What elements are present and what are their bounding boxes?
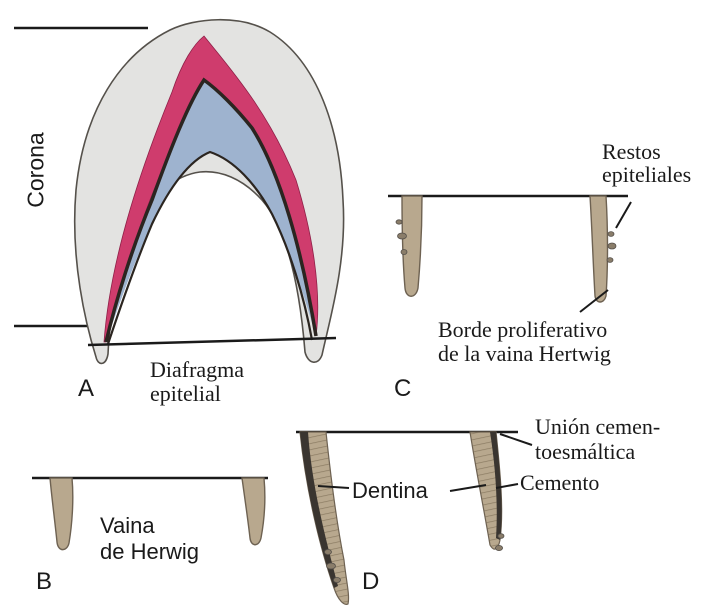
diaphragm-label-line1: Diafragma [150, 358, 244, 381]
panel-d-letter: D [362, 570, 379, 593]
sheath-label-line2: de Herwig [100, 540, 199, 563]
panel-d-root [296, 432, 532, 604]
junction-label-line1: Unión cemen- [535, 415, 660, 438]
rests-label-line2: epiteliales [602, 163, 691, 186]
root-left-c [402, 196, 422, 296]
cement-label: Cemento [520, 471, 599, 494]
junction-label-line2: toesmáltica [535, 440, 635, 463]
dentin-label: Dentina [352, 479, 428, 502]
diaphragm-line [88, 338, 336, 345]
epithelial-rests-c [396, 220, 616, 263]
crown-label: Corona [23, 132, 50, 207]
rests-leader-line [616, 202, 631, 228]
panel-c-letter: C [394, 377, 411, 400]
panel-a-tooth-germ [14, 20, 344, 364]
junction-leader-line [500, 434, 532, 445]
sheath-left [50, 478, 73, 550]
diaphragm-label-line2: epitelial [150, 382, 221, 405]
panel-a-letter: A [78, 377, 94, 400]
panel-c-border [388, 196, 631, 312]
epithelial-rests-d [325, 534, 505, 583]
root-right-c [590, 196, 608, 302]
sheath-right [242, 478, 265, 545]
border-label-line2: de la vaina Hertwig [438, 342, 611, 365]
rests-label-line1: Restos [602, 140, 661, 163]
border-label-line1: Borde proliferativo [438, 318, 607, 341]
sheath-label-line1: Vaina [100, 514, 155, 537]
panel-b-letter: B [36, 570, 52, 593]
